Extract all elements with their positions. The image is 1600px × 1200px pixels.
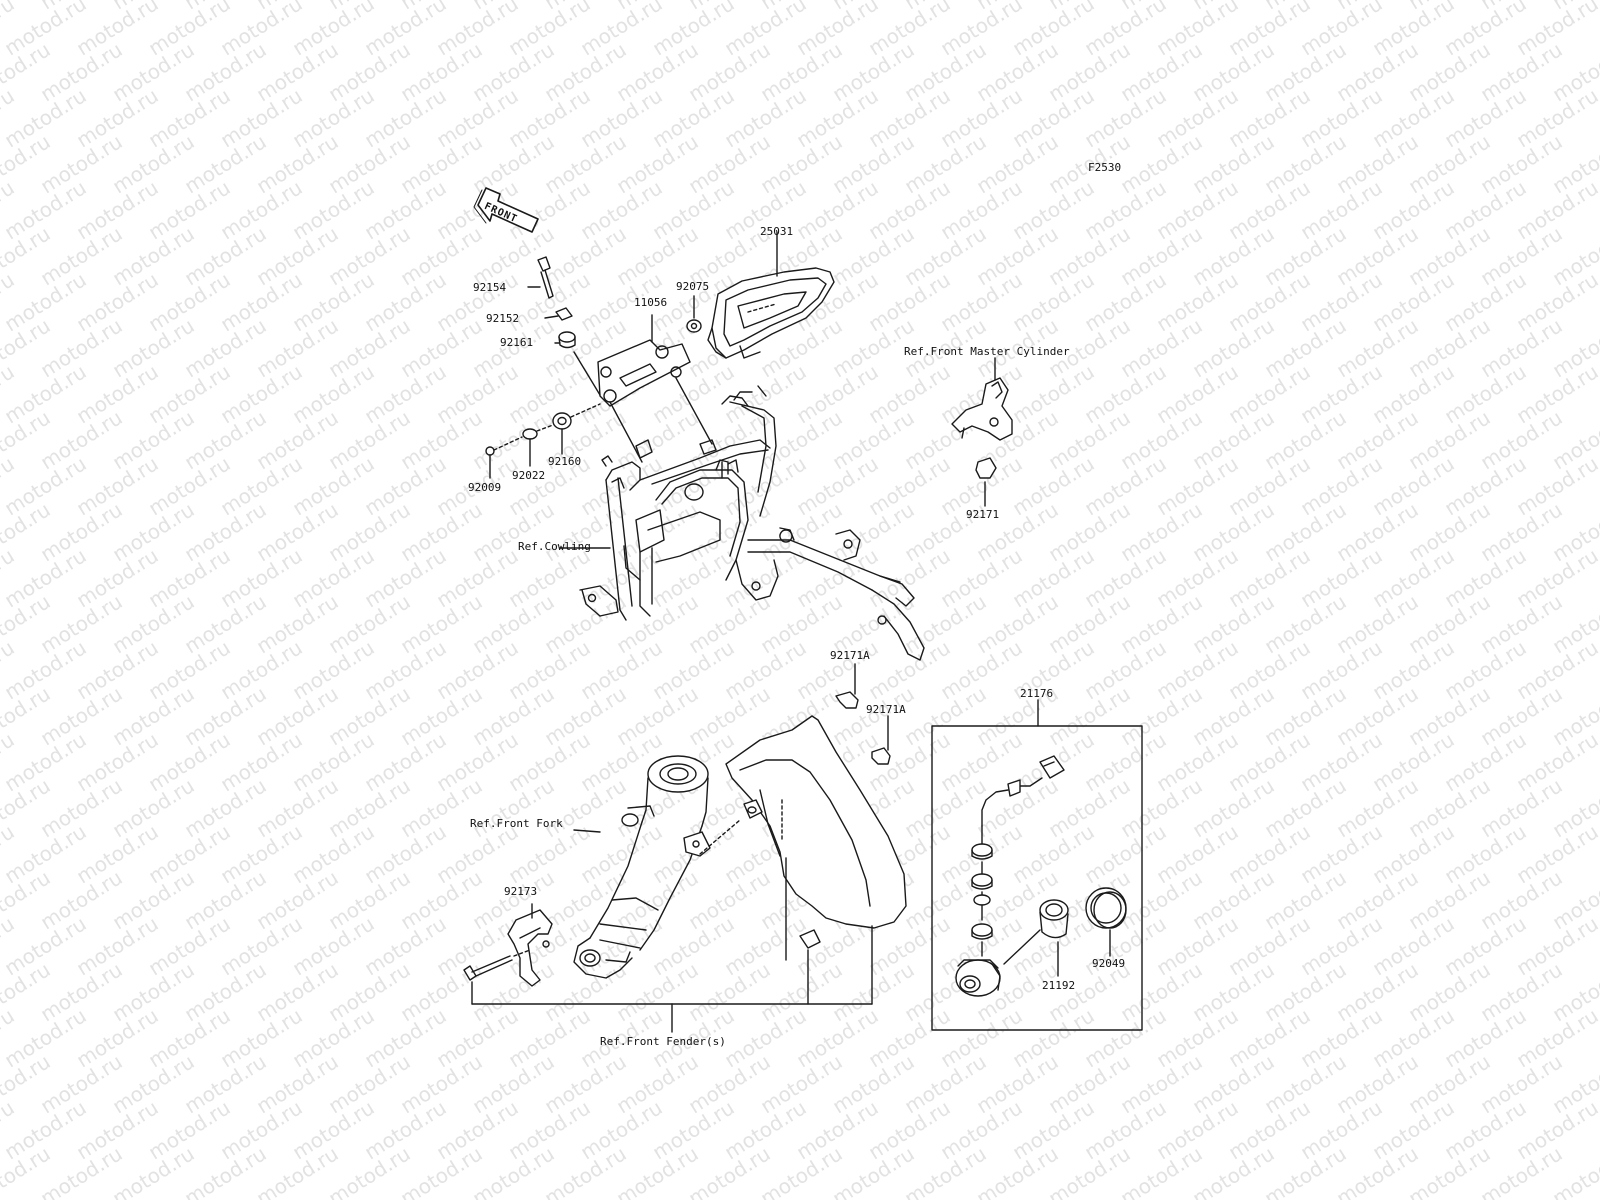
label-11056: 11056 <box>634 296 668 309</box>
master-cylinder-bracket-part <box>951 357 1013 441</box>
washer-92152-part <box>544 307 573 321</box>
clamp-92171A-upper-part <box>835 663 859 709</box>
collar-92075-part <box>686 295 702 333</box>
front-arrow-icon <box>473 187 539 233</box>
label-21176: 21176 <box>1020 687 1054 700</box>
label-92160: 92160 <box>548 455 582 468</box>
figure-code: F2530 <box>1088 161 1122 174</box>
ref-front-master-cylinder: Ref.Front Master Cylinder <box>904 345 1070 358</box>
label-92161: 92161 <box>500 336 534 349</box>
label-21192: 21192 <box>1042 979 1076 992</box>
ref-front-fender: Ref.Front Fender(s) <box>600 1035 726 1048</box>
clamp-92171A-lower-part <box>871 715 891 765</box>
label-92049: 92049 <box>1092 957 1126 970</box>
label-92022: 92022 <box>512 469 546 482</box>
cowling-stay-frame-part <box>559 377 925 661</box>
label-92173: 92173 <box>504 885 538 898</box>
label-25031: 25031 <box>760 225 794 238</box>
label-92009: 92009 <box>468 481 502 494</box>
front-fender-part <box>699 715 907 1005</box>
clamp-92171-part <box>975 457 997 507</box>
label-92152: 92152 <box>486 312 520 325</box>
front-fork-part <box>573 755 711 979</box>
speed-sensor-21176-part <box>955 755 1065 997</box>
meter-bracket-11056-part <box>597 314 691 407</box>
bushing-21192-part <box>1003 899 1069 977</box>
label-92171: 92171 <box>966 508 1000 521</box>
speed-sensor-box <box>931 699 1143 1031</box>
ref-front-fork: Ref.Front Fork <box>470 817 563 830</box>
label-92171A-upper: 92171A <box>830 649 870 662</box>
ref-cowling: Ref.Cowling <box>518 540 591 553</box>
fastener-set-part <box>485 351 601 479</box>
front-fender-reference-bracket <box>471 1003 873 1033</box>
label-92154: 92154 <box>473 281 507 294</box>
label-92171A-lower: 92171A <box>866 703 906 716</box>
damper-92161-part <box>554 331 576 349</box>
clip-92173-part <box>507 903 553 987</box>
bolt-92154-part <box>527 256 554 299</box>
label-92075: 92075 <box>676 280 710 293</box>
seal-92049-part <box>1085 887 1127 957</box>
meter-assembly-part <box>707 231 835 359</box>
screw-part <box>463 949 531 1005</box>
